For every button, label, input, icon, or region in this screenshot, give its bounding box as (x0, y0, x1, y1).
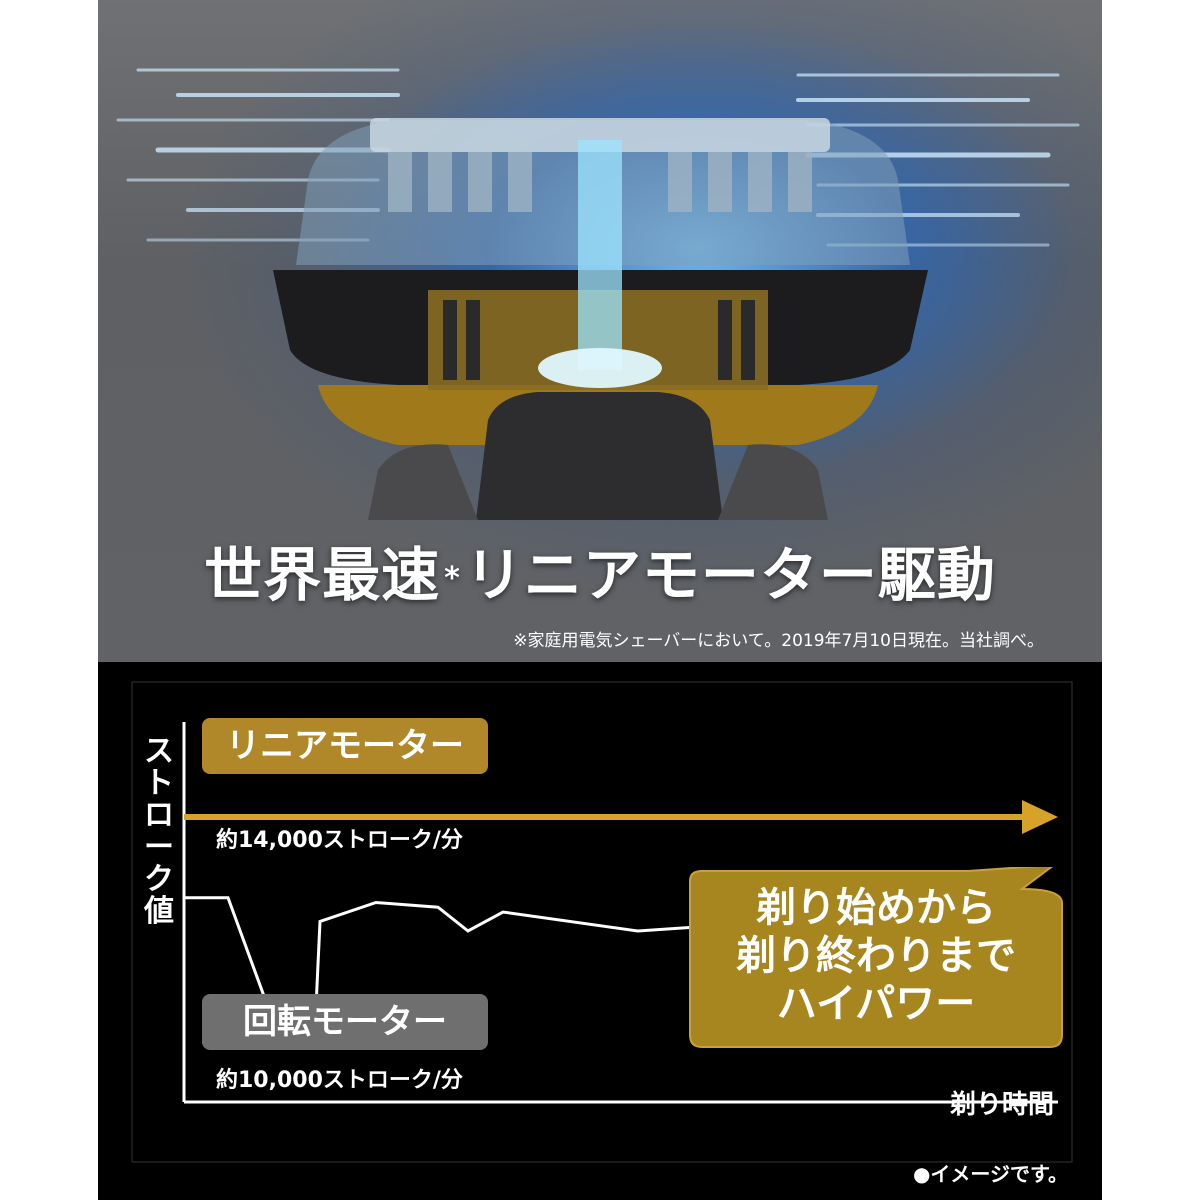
rotary-motor-stroke-label: 約10,000ストローク/分 (216, 1068, 463, 1093)
chart-note: ●イメージです。 (912, 1162, 1068, 1186)
shaver-illustration (116, 68, 1080, 520)
series-layer (184, 800, 1059, 1009)
linear-motor-stroke-label: 約14,000ストローク/分 (216, 828, 463, 853)
callout-line: 剃り始めから (756, 885, 996, 931)
shaver-head (273, 118, 928, 520)
callout-bubble (689, 867, 1063, 1048)
hero-footnote: ※家庭用電気シェーバーにおいて。2019年7月10日現在。当社調べ。 (513, 631, 1044, 651)
x-axis-label: 剃り時間 (949, 1090, 1054, 1120)
hero-banner: 世界最速*リニアモーター駆動 ※家庭用電気シェーバーにおいて。2019年7月10… (98, 0, 1102, 662)
rotary-motor-legend: 回転モーター (202, 994, 488, 1050)
chart-canvas (131, 681, 1073, 1163)
stroke-chart: ストローク値 剃り時間 リニアモーター 約14,000ストローク/分 回転モータ… (98, 662, 1102, 1200)
callout-line: 剃り終わりまで (736, 933, 1016, 979)
linear-motor-legend: リニアモーター (202, 718, 488, 774)
hero-title: 世界最速*リニアモーター駆動 (204, 541, 996, 609)
callout-text: 剃り始めから 剃り終わりまで ハイパワー (678, 884, 1074, 1028)
linear-motor-arrow (1022, 800, 1058, 834)
rotary-motor-line (184, 896, 1059, 1009)
y-axis-label: ストローク値 (144, 734, 174, 929)
callout-line: ハイパワー (776, 981, 976, 1027)
chart-frame (131, 681, 1073, 1163)
